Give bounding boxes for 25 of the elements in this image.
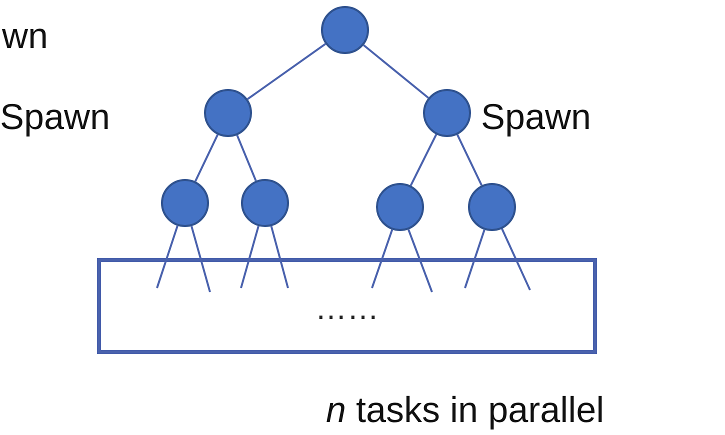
node-caption: Spawn bbox=[481, 99, 592, 135]
connector-line bbox=[194, 134, 219, 182]
tree-node-circle bbox=[376, 183, 424, 231]
tree-node-circle bbox=[241, 179, 289, 227]
connector-line bbox=[247, 43, 326, 100]
connector-line bbox=[240, 226, 260, 288]
tree-node-circle bbox=[468, 183, 516, 231]
connector-line bbox=[464, 229, 486, 288]
task-box bbox=[97, 258, 597, 354]
connector-line bbox=[501, 228, 531, 290]
ellipsis-text: …… bbox=[315, 292, 379, 324]
connector-line bbox=[270, 226, 289, 288]
node-caption: Spawn bbox=[0, 99, 110, 135]
connector-line bbox=[236, 134, 257, 182]
connector-line bbox=[410, 134, 438, 186]
tree-node-circle bbox=[161, 179, 209, 227]
connector-line bbox=[371, 229, 394, 288]
text-label: wn bbox=[2, 18, 48, 54]
connector-line bbox=[456, 134, 483, 186]
connector-line bbox=[408, 229, 433, 292]
tree-node-circle bbox=[321, 6, 369, 54]
connector-line bbox=[190, 226, 211, 292]
connector-line bbox=[362, 44, 430, 99]
connector-line bbox=[156, 225, 178, 288]
text-label: n tasks in parallel bbox=[326, 392, 604, 428]
